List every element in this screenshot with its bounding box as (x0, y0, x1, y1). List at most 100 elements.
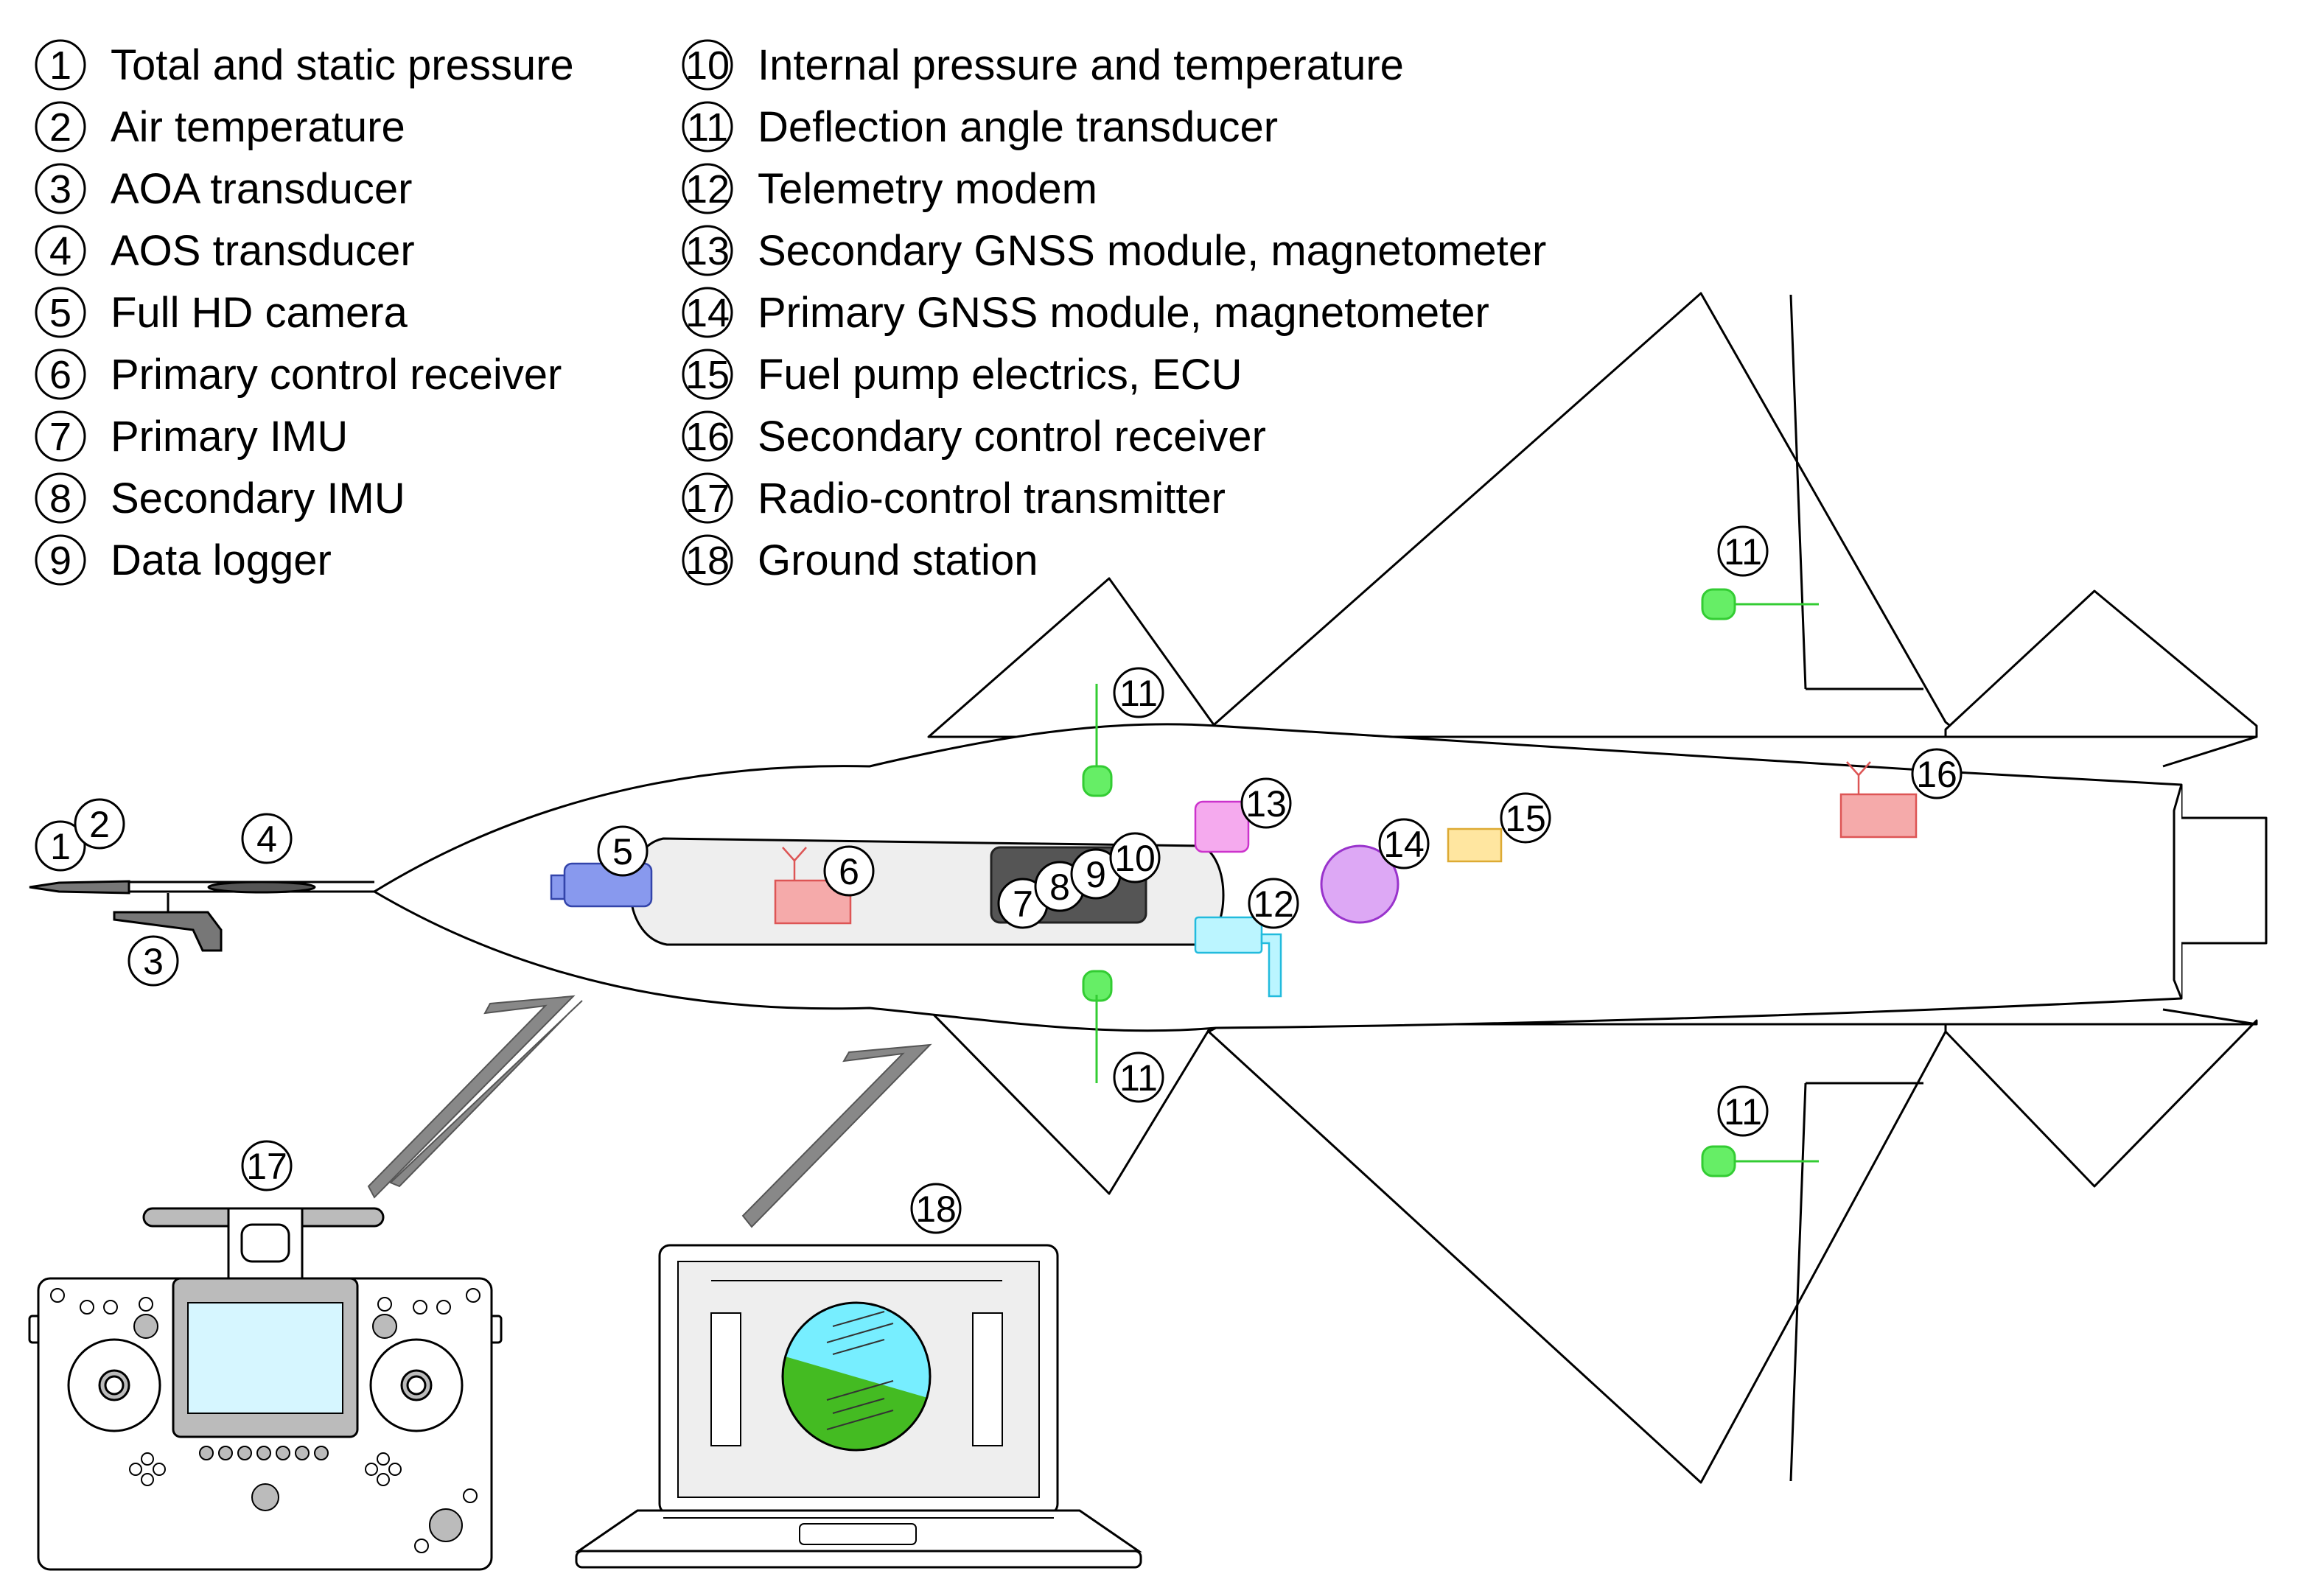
lower-control-surface-hinge (1789, 1082, 1807, 1482)
legend-number: 8 (49, 477, 71, 521)
svg-text:11: 11 (1724, 531, 1762, 573)
aircraft (373, 292, 2268, 1484)
legend-item: 13 Secondary GNSS module, magnetometer (682, 225, 1546, 276)
datalink-arrow (741, 1043, 932, 1228)
legend-number: 17 (685, 477, 730, 521)
svg-text:15: 15 (1505, 798, 1546, 839)
legend-number-badge (682, 534, 733, 586)
legend-number: 6 (49, 353, 71, 397)
deflection-sensor-icon (1082, 970, 1113, 1083)
callout: 5 (597, 825, 649, 877)
legend-number: 11 (687, 105, 728, 150)
legend-number-badge (35, 349, 86, 400)
legend-item: 1 Total and static pressure (35, 39, 574, 91)
upper-wing (1207, 292, 1965, 738)
svg-text:3: 3 (143, 941, 164, 982)
legend-number-badge (682, 225, 733, 276)
legend-label: Primary GNSS module, magnetometer (758, 289, 1489, 337)
callout: 2 (74, 798, 125, 850)
upper-control-surface-hinge (1789, 294, 1807, 690)
legend-item: 9 Data logger (35, 534, 332, 586)
legend-number: 9 (49, 539, 71, 583)
upper-canard (927, 577, 1217, 738)
legend-item: 12 Telemetry modem (682, 163, 1097, 214)
deflection-sensor-icon (1082, 684, 1113, 797)
secondary-gnss-icon (1194, 800, 1250, 853)
legend-item: 18 Ground station (682, 534, 1038, 586)
legend-label: Ground station (758, 536, 1038, 584)
legend-label: Primary control receiver (111, 351, 562, 399)
legend-label: Deflection angle transducer (758, 103, 1278, 151)
callout: 16 (1911, 748, 1963, 799)
legend-number-badge (35, 39, 86, 91)
legend-number: 10 (685, 43, 730, 88)
legend-number-badge (682, 163, 733, 214)
lower-wing (1207, 1023, 1965, 1484)
secondary-receiver-icon (1839, 761, 1918, 839)
upper-tail-fin (1944, 589, 2258, 738)
callout: 11 (1717, 1085, 1769, 1137)
primary-gnss-icon (1320, 844, 1399, 924)
legend-number-badge (682, 39, 733, 91)
legend-number-badge (35, 225, 86, 276)
svg-text:11: 11 (1119, 673, 1158, 714)
callout: 13 (1240, 777, 1292, 829)
fuel-ecu-icon (1447, 827, 1503, 863)
legend-number-badge (35, 472, 86, 524)
callout: 17 (241, 1140, 293, 1191)
legend-label: AOS transducer (111, 227, 415, 275)
legend-label: Internal pressure and temperature (758, 41, 1404, 89)
svg-text:17: 17 (246, 1146, 287, 1187)
legend-item: 5 Full HD camera (35, 287, 408, 338)
legend-number-badge (682, 472, 733, 524)
legend-item: 11 Deflection angle transducer (682, 101, 1278, 153)
legend-item: 8 Secondary IMU (35, 472, 405, 524)
legend-item: 15 Fuel pump electrics, ECU (682, 349, 1243, 400)
lower-tail-fin (1944, 1019, 2258, 1188)
legend-number: 18 (685, 539, 730, 583)
legend-item: 4 AOS transducer (35, 225, 415, 276)
legend-label: Total and static pressure (111, 41, 574, 89)
lower-canard (927, 1008, 1217, 1195)
callout: 4 (241, 813, 293, 864)
svg-text:6: 6 (839, 851, 859, 892)
legend-item: 10 Internal pressure and temperature (682, 39, 1404, 91)
legend-number-badge (682, 101, 733, 153)
callout: 11 (1717, 525, 1769, 577)
deflection-sensor-icon (1701, 588, 1819, 620)
rc-transmitter (28, 1207, 503, 1571)
legend-label: Telemetry modem (758, 165, 1097, 213)
svg-text:8: 8 (1049, 867, 1070, 908)
legend-label: Secondary IMU (111, 475, 405, 522)
legend-label: Radio-control transmitter (758, 475, 1226, 522)
callout: 1 (35, 820, 86, 872)
legend-number-badge (682, 349, 733, 400)
callout: 15 (1500, 792, 1551, 844)
legend-label: Fuel pump electrics, ECU (758, 351, 1243, 399)
svg-text:9: 9 (1086, 854, 1106, 895)
legend-number: 15 (685, 353, 730, 397)
legend-label: Secondary GNSS module, magnetometer (758, 227, 1546, 275)
deflection-sensor-icon (1701, 1145, 1819, 1177)
legend-number-badge (35, 163, 86, 214)
legend-number: 3 (49, 167, 71, 211)
legend-number: 1 (49, 43, 71, 88)
legend-number: 12 (685, 167, 730, 211)
svg-text:7: 7 (1013, 883, 1033, 925)
svg-text:11: 11 (1724, 1091, 1762, 1133)
pitot-boom (29, 880, 374, 952)
legend-item: 16 Secondary control receiver (682, 410, 1266, 462)
legend-number: 5 (49, 291, 71, 335)
callout: 14 (1378, 818, 1430, 869)
legend-label: Full HD camera (111, 289, 408, 337)
callout: 11 (1113, 1051, 1164, 1103)
callout: 3 (127, 935, 179, 987)
callout: 12 (1248, 878, 1299, 929)
legend-number: 13 (685, 229, 730, 273)
laptop-ground-station (575, 1244, 1142, 1569)
legend-number-badge (35, 287, 86, 338)
datalink-arrow (367, 995, 583, 1199)
callout: 11 (1113, 667, 1164, 718)
telemetry-modem-icon (1194, 916, 1282, 998)
